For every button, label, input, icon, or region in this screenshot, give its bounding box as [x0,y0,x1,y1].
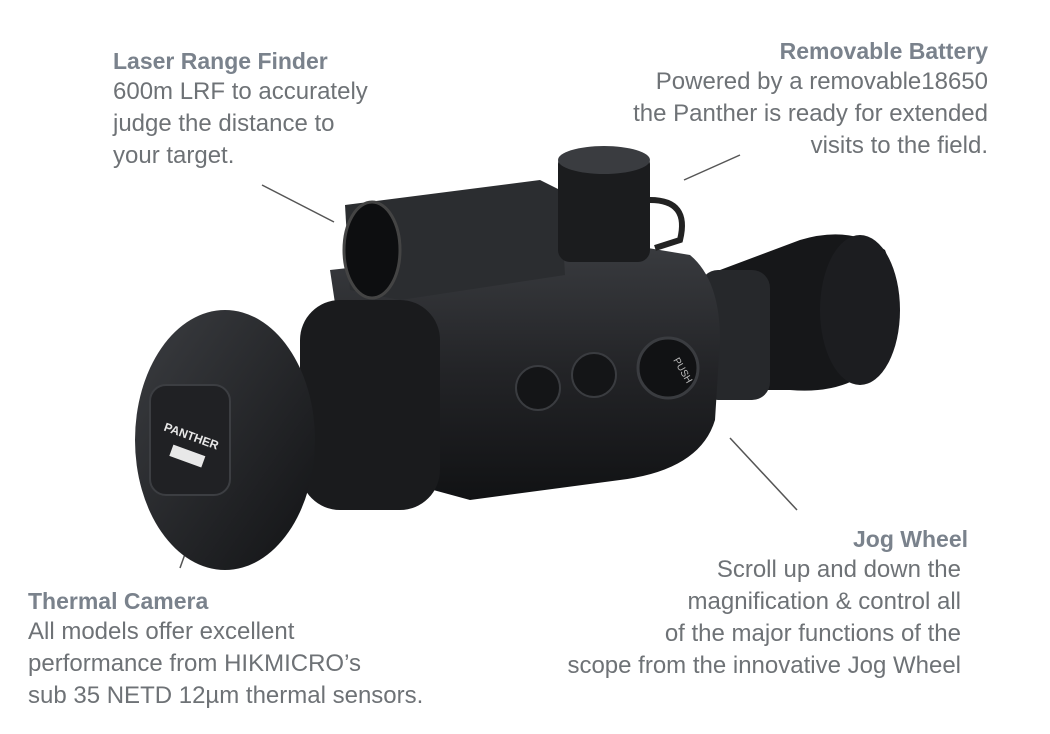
callout-line: Powered by a removable18650 [655,68,988,95]
lrf-leader-line [261,184,335,223]
callout-laser-range-finder: Laser Range Finder 600m LRF to accuratel… [113,46,368,172]
jog-leader-line [729,437,798,511]
callout-title: Jog Wheel [852,526,968,552]
callout-jog-wheel: Jog Wheel Scroll up and down the magnific… [567,524,968,682]
battery-cap [558,152,650,262]
focus-ring [300,300,440,510]
jog-wheel [636,336,700,400]
callout-line: All models offer excellent [28,618,295,645]
callout-line: judge the distance to [113,110,335,137]
callout-title: Laser Range Finder [113,48,328,74]
callout-line: magnification & control all [687,588,961,615]
callout-line: the Panther is ready for extended [633,100,988,127]
power-button [515,365,561,411]
callout-title: Removable Battery [779,38,988,64]
lrf-housing [345,180,565,300]
callout-line: 600m LRF to accurately [113,78,368,105]
lrf-lens [342,200,402,300]
callout-line: Scroll up and down the [716,556,961,583]
callout-line: performance from HIKMICRO’s [28,650,361,677]
battery-leader-line [683,154,741,181]
callout-line: scope from the innovative Jog Wheel [567,652,961,679]
menu-button [571,352,617,398]
callout-line: visits to the field. [810,132,988,159]
callout-line: of the major functions of the [664,620,961,647]
callout-line: your target. [113,142,235,169]
callout-removable-battery: Removable Battery Powered by a removable… [633,36,988,162]
callout-thermal-camera: Thermal Camera All models offer excellen… [28,586,423,712]
callout-line: sub 35 NETD 12µm thermal sensors. [28,682,424,709]
callout-title: Thermal Camera [28,588,209,614]
